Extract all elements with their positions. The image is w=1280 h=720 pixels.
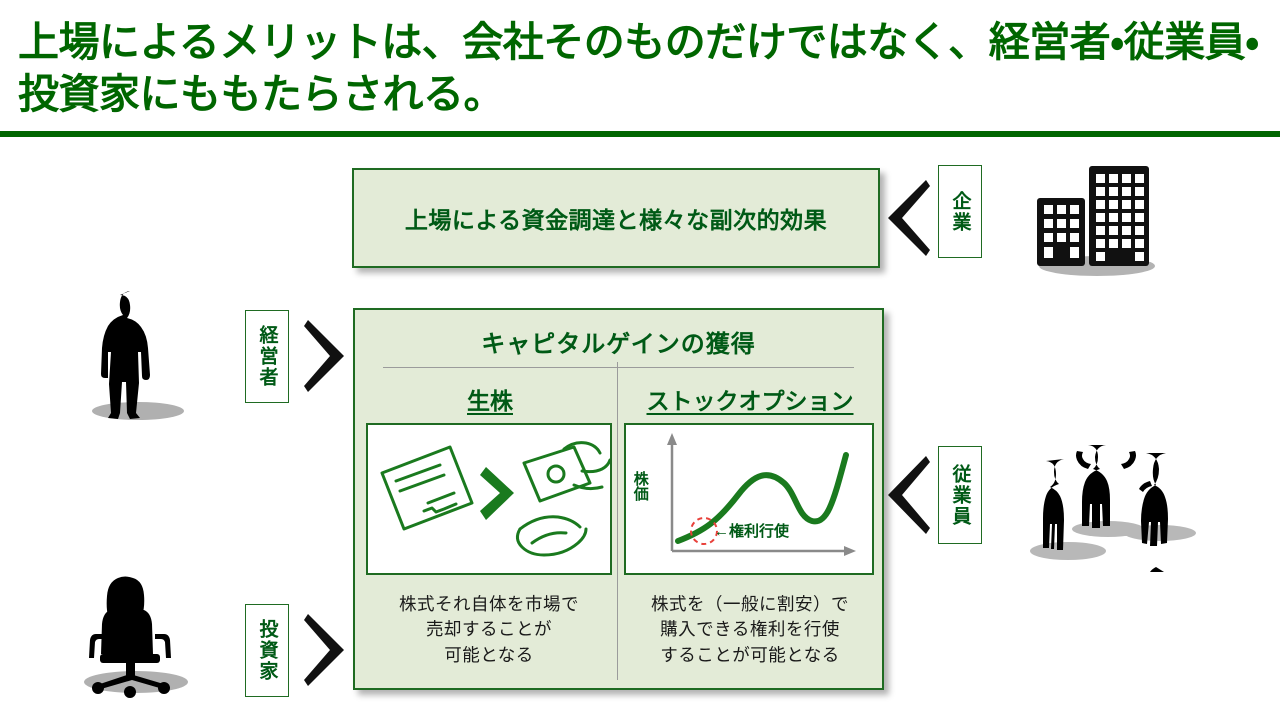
column-heading-namakabu: 生株	[467, 388, 513, 414]
chart-y-axis-label: 株価	[631, 471, 649, 501]
chart-annotation-exercise: ←権利行使	[714, 523, 790, 540]
column-heading-stock-option: ストックオプション	[646, 388, 854, 414]
chevron-right-icon-executive	[304, 320, 344, 392]
office-buildings-icon	[1025, 158, 1165, 278]
role-tag-executive: 経営者	[245, 310, 289, 403]
role-tag-employee: 従業員	[938, 446, 982, 544]
chevron-left-icon-employee	[888, 456, 930, 534]
businessman-silhouette	[72, 283, 202, 423]
role-tag-company: 企業	[938, 165, 982, 258]
title-divider	[0, 131, 1280, 137]
page-title: 上場によるメリットは、会社そのものだけではなく、経営者・従業員・投資家にももたら…	[18, 19, 1259, 118]
employee-group-silhouette	[1020, 437, 1220, 587]
column-description-namakabu: 株式それ自体を市場で 売却することが 可能となる	[399, 594, 579, 665]
panel-title-divider	[383, 367, 854, 368]
chevron-right-icon-investor	[304, 614, 344, 686]
stock-option-chart-box: 株価 ←権利行使	[624, 423, 874, 575]
column-description-stock-option: 株式を（一般に割安）で 購入できる権利を行使 することが可能となる	[651, 594, 849, 665]
funding-effect-box: 上場による資金調達と様々な副次的効果	[352, 168, 880, 268]
stock-price-chart	[667, 433, 856, 556]
funding-effect-text: 上場による資金調達と様々な副次的効果	[404, 207, 828, 233]
capital-gain-title: キャピタルゲインの獲得	[481, 331, 756, 358]
capital-gain-panel: キャピタルゲインの獲得 生株 ストックオプション	[353, 308, 884, 690]
chevron-left-icon-company	[888, 180, 930, 256]
role-tag-investor: 投資家	[245, 604, 289, 697]
panel-column-divider	[617, 362, 618, 680]
seated-person-silhouette	[60, 568, 210, 703]
namakabu-illustration-box	[366, 423, 612, 575]
stock-certificate-to-cash-icon	[380, 441, 612, 557]
